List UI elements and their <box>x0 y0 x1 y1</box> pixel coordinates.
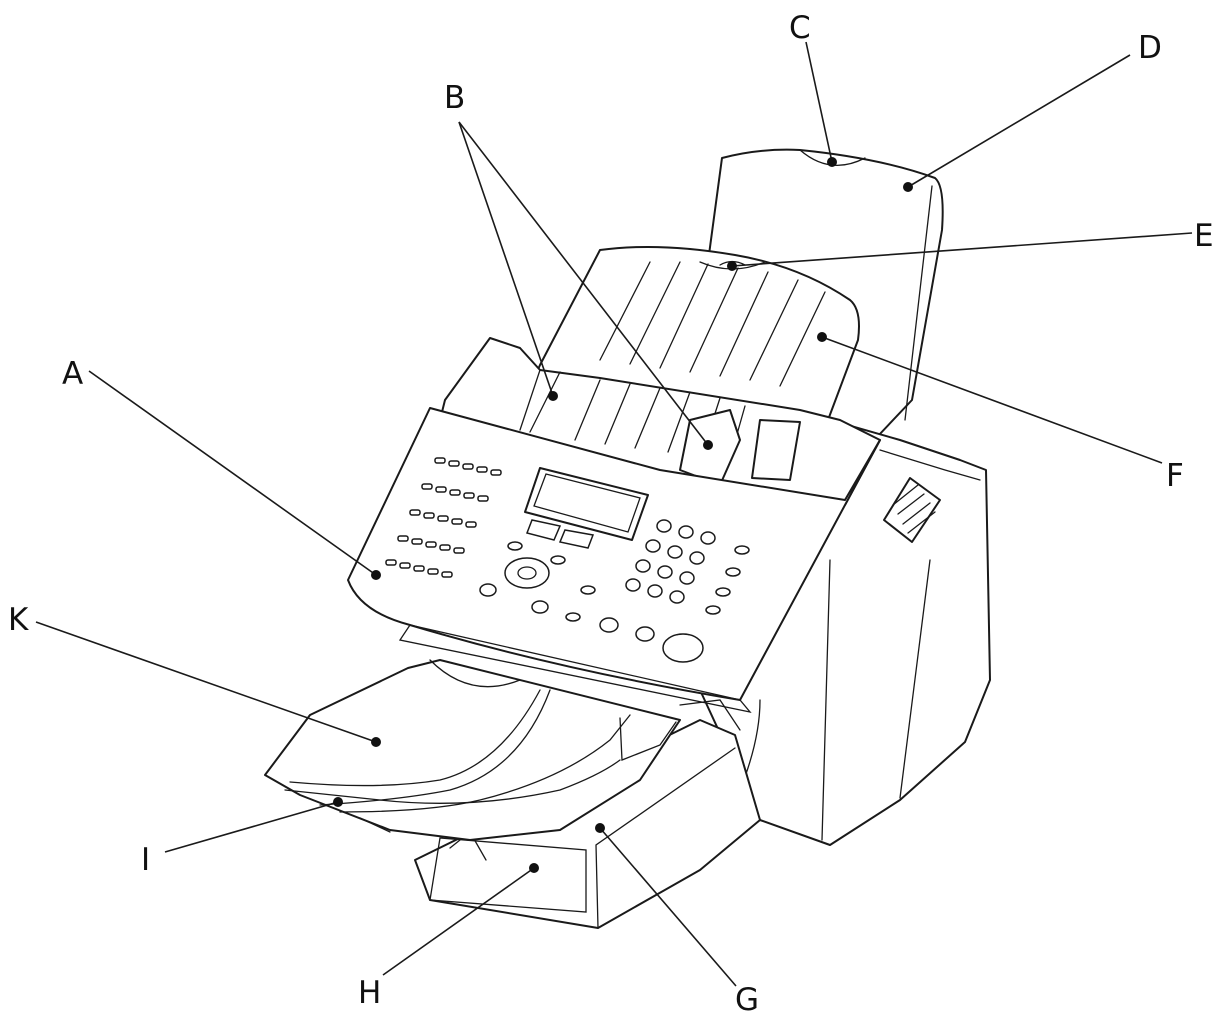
dot-G <box>595 823 605 833</box>
leader-I <box>164 801 339 853</box>
leader-A <box>88 370 377 576</box>
dot-B2 <box>703 440 713 450</box>
dot-E <box>727 261 737 271</box>
label-E: E <box>1194 218 1214 254</box>
numeric-keypad <box>625 519 716 604</box>
dot-A <box>371 570 381 580</box>
control-panel <box>347 407 881 714</box>
label-K: K <box>8 602 29 638</box>
callout-labels: A B C D E F G H I K <box>8 10 1214 1012</box>
navigation-pad <box>504 557 550 589</box>
label-G: G <box>735 982 759 1012</box>
label-H: H <box>358 975 381 1011</box>
leader-B1 <box>458 121 554 397</box>
label-B: B <box>444 80 465 116</box>
dot-C <box>827 157 837 167</box>
label-F: F <box>1166 458 1184 494</box>
label-A: A <box>62 356 83 392</box>
output-tray <box>264 659 681 841</box>
label-C: C <box>789 10 811 46</box>
paper-cassette <box>414 699 761 929</box>
dot-B1 <box>548 391 558 401</box>
dot-D <box>903 182 913 192</box>
label-D: D <box>1138 30 1162 66</box>
leader-G <box>599 827 737 987</box>
dot-K <box>371 737 381 747</box>
leader-K <box>35 621 377 743</box>
leader-C <box>805 41 833 163</box>
leader-B2 <box>458 121 709 446</box>
leader-H <box>382 867 535 976</box>
label-I: I <box>141 842 150 878</box>
start-button <box>662 633 704 663</box>
dot-H <box>529 863 539 873</box>
dot-F <box>817 332 827 342</box>
one-touch-keys <box>385 457 502 578</box>
leader-F <box>821 336 1163 464</box>
leader-lines <box>35 41 1193 987</box>
leader-E <box>731 232 1193 267</box>
leader-D <box>907 54 1131 188</box>
dot-I <box>333 797 343 807</box>
